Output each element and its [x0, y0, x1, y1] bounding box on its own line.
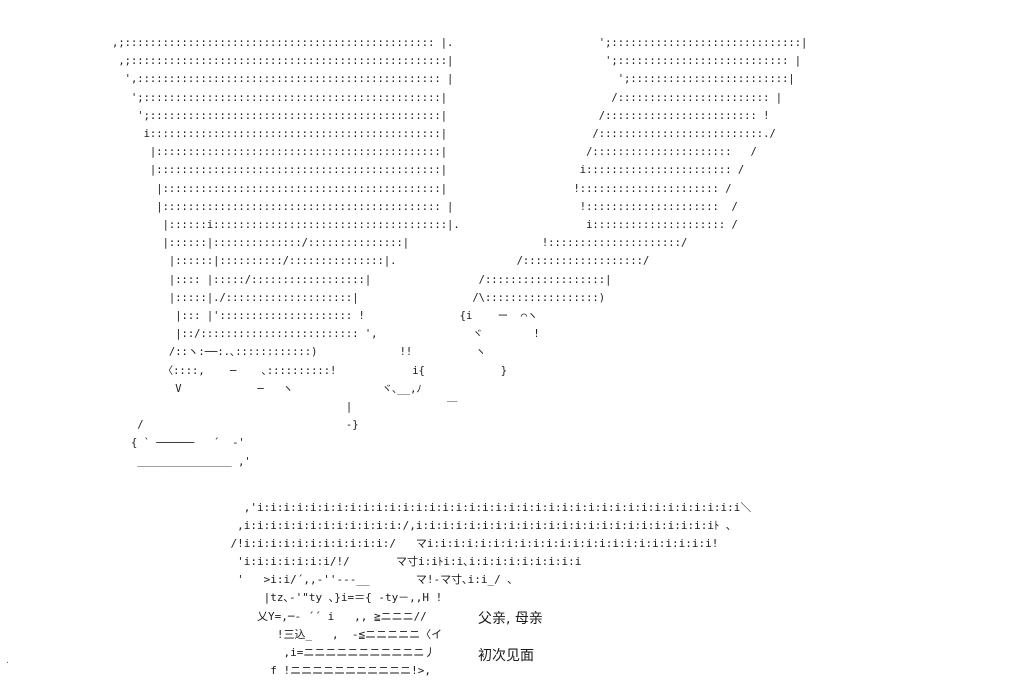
caption-line-2: 初次见面 — [478, 648, 534, 664]
legs-ascii-art: ,;::::::::::::::::::::::::::::::::::::::… — [112, 37, 808, 468]
corner-dot: . — [6, 656, 9, 666]
caption-line-1: 父亲, 母亲 — [478, 611, 543, 627]
face-ascii-art: ,'i:i:i:i:i:i:i:i:i:i:i:i:i:i:i:i:i:i:i:… — [230, 501, 752, 677]
